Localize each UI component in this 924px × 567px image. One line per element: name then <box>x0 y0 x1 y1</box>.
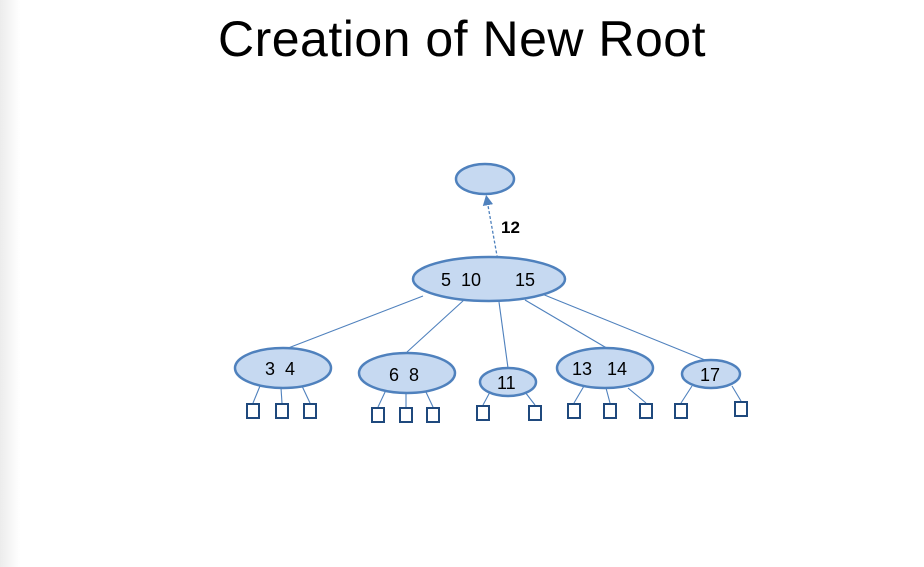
node-3-4 <box>233 346 333 390</box>
node-11-keys: 11 <box>497 373 516 393</box>
node-11 <box>478 366 538 398</box>
leaf-square <box>303 403 317 419</box>
leaf-square <box>567 403 581 419</box>
edge-11-leaf-1 <box>482 391 491 406</box>
edge-13-14-leaf-3 <box>627 387 647 404</box>
leaf-square <box>639 403 653 419</box>
edge-3-4-leaf-2 <box>280 387 283 404</box>
slide-title: Creation of New Root <box>217 11 706 67</box>
promoted-key: 12 <box>501 218 520 237</box>
slide-edge-shadow <box>0 0 20 567</box>
edge-6-8-leaf-1 <box>377 389 387 408</box>
edge-6-8-leaf-3 <box>424 389 434 408</box>
node-17-keys: 17 <box>700 365 720 385</box>
root-node <box>411 255 567 303</box>
leaf-square <box>246 403 260 419</box>
edge-root-to-6-8 <box>406 299 465 353</box>
node-6-8 <box>357 351 457 395</box>
leaf-square <box>371 407 385 423</box>
leaf-square <box>476 405 490 421</box>
edge-root-to-3-4 <box>282 295 424 351</box>
new-root-node <box>454 162 516 196</box>
edge-13-14-leaf-1 <box>573 385 585 404</box>
root-keys-right: 15 <box>515 270 535 290</box>
edge-11-leaf-2 <box>524 391 536 406</box>
edge-3-4-leaf-1 <box>252 385 261 404</box>
leaf-square <box>528 405 542 421</box>
node-13-14-keys: 13 14 <box>572 359 627 379</box>
edge-root-to-17 <box>541 293 706 361</box>
edge-17-leaf-2 <box>731 385 742 402</box>
leaf-square <box>603 403 617 419</box>
edge-17-leaf-1 <box>680 385 693 404</box>
leaf-square <box>426 407 440 423</box>
leaf-square <box>734 401 748 417</box>
node-6-8-keys: 6 8 <box>389 365 419 385</box>
edge-13-14-leaf-2 <box>605 387 611 404</box>
leaf-square <box>399 407 413 423</box>
node-17 <box>680 358 742 390</box>
node-3-4-keys: 3 4 <box>265 359 295 379</box>
edge-root-to-13-14 <box>524 299 611 351</box>
edge-root-to-11 <box>498 301 509 369</box>
edge-3-4-leaf-3 <box>301 385 311 404</box>
root-keys-left: 5 10 <box>441 270 481 290</box>
leaf-square <box>275 403 289 419</box>
node-13-14 <box>555 346 655 390</box>
promotion-arrow <box>482 194 502 279</box>
leaf-square <box>674 403 688 419</box>
